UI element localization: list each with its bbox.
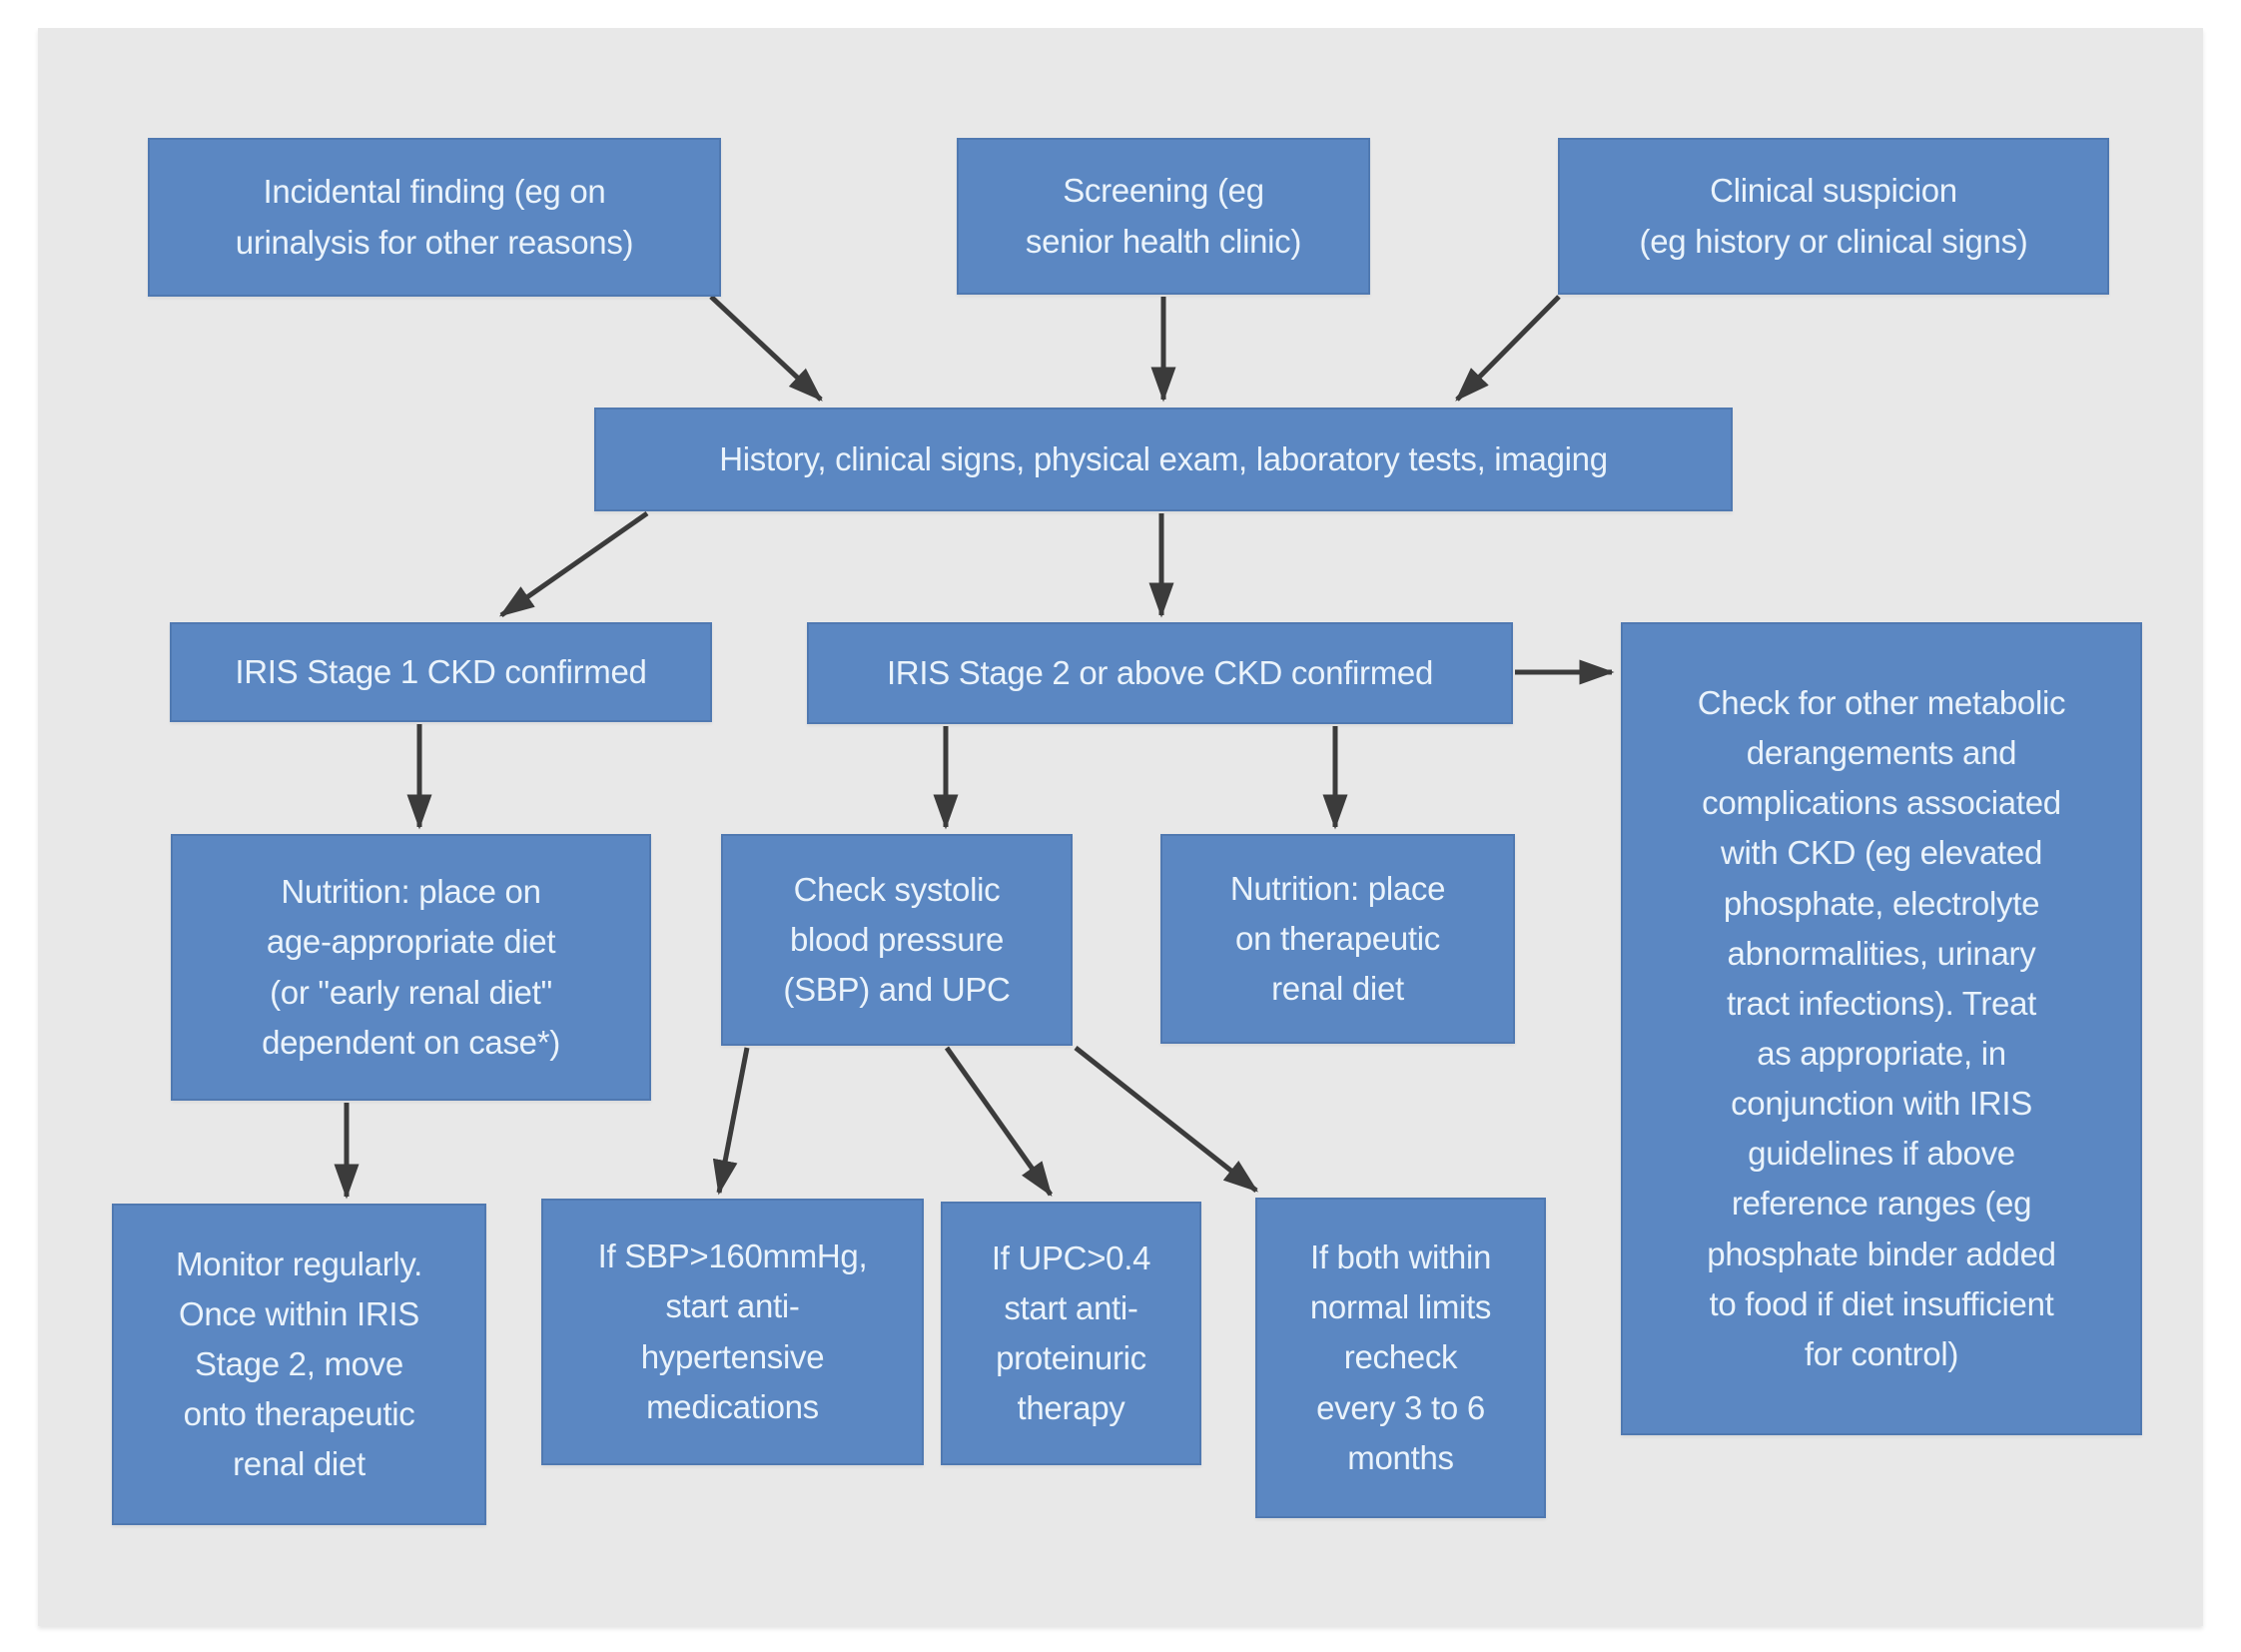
node-monitor-regularly: Monitor regularly. Once within IRIS Stag…	[112, 1204, 486, 1525]
node-sbp-high-antihypertensive: If SBP>160mmHg, start anti- hypertensive…	[541, 1199, 924, 1465]
node-check-sbp-upc: Check systolic blood pressure (SBP) and …	[721, 834, 1073, 1046]
node-screening: Screening (eg senior health clinic)	[957, 138, 1370, 295]
node-history-exam: History, clinical signs, physical exam, …	[594, 408, 1733, 511]
node-nutrition-therapeutic-renal: Nutrition: place on therapeutic renal di…	[1160, 834, 1515, 1044]
node-iris-stage1-confirmed: IRIS Stage 1 CKD confirmed	[170, 622, 712, 722]
node-upc-high-antiproteinuric: If UPC>0.4 start anti- proteinuric thera…	[941, 1202, 1201, 1465]
node-incidental-finding: Incidental finding (eg on urinalysis for…	[148, 138, 721, 297]
node-both-normal-recheck: If both within normal limits recheck eve…	[1255, 1198, 1546, 1518]
node-nutrition-age-appropriate: Nutrition: place on age-appropriate diet…	[171, 834, 651, 1101]
node-metabolic-check: Check for other metabolic derangements a…	[1621, 622, 2142, 1435]
node-clinical-suspicion: Clinical suspicion (eg history or clinic…	[1558, 138, 2109, 295]
node-iris-stage2-confirmed: IRIS Stage 2 or above CKD confirmed	[807, 622, 1513, 724]
